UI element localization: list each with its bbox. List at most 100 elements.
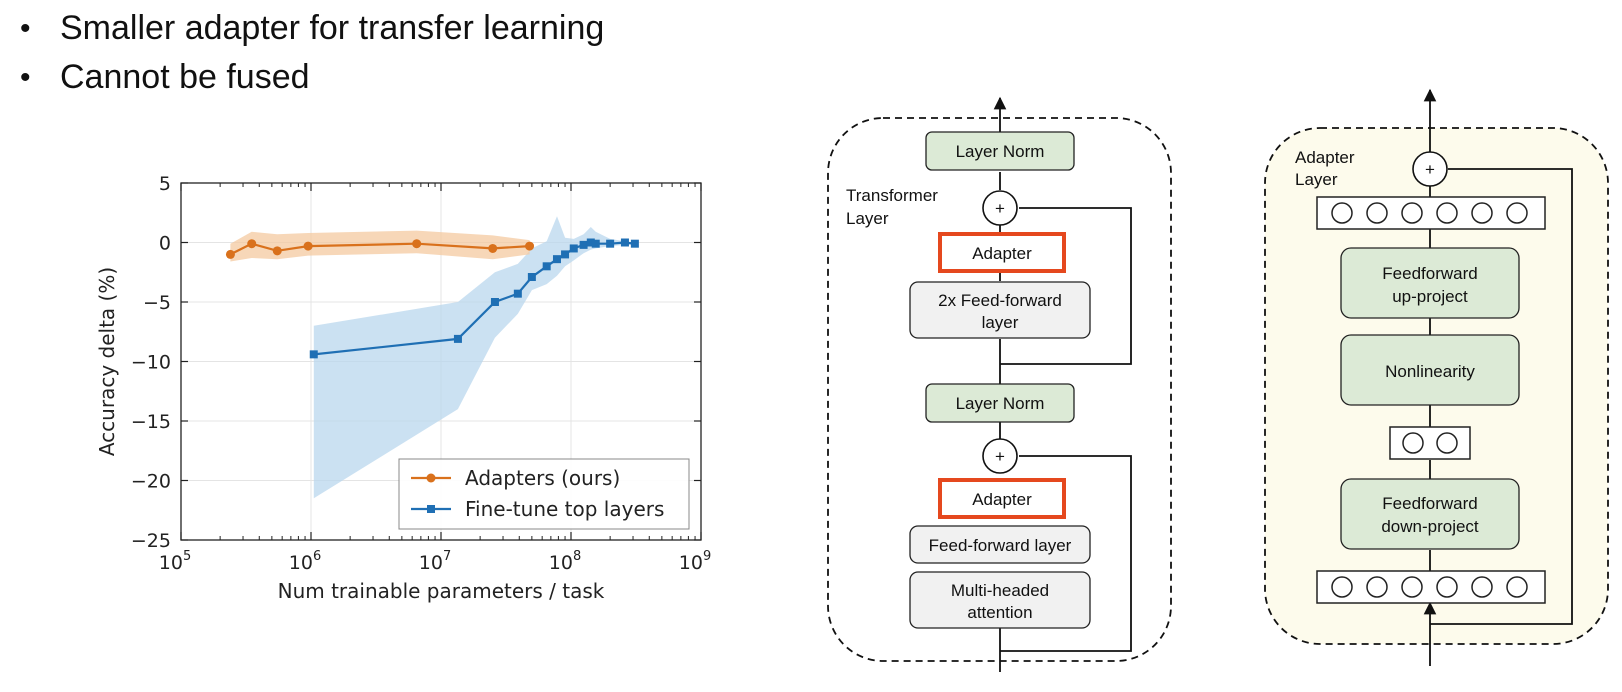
feedforward-down-project-label: down-project [1381, 517, 1479, 536]
data-point [586, 238, 595, 247]
y-tick-label: −5 [143, 292, 171, 314]
neuron-node [1506, 202, 1528, 224]
neuron-node [1401, 576, 1423, 598]
plus-sign: + [995, 447, 1005, 466]
neuron-node [1471, 202, 1493, 224]
feed-forward-2x-label: 2x Feed-forward [938, 291, 1062, 310]
x-tick-label: 108 [549, 549, 581, 574]
neuron-row-box [1389, 426, 1471, 460]
data-point [630, 239, 639, 248]
adapter-layer-diagram: Adapter Layer + Feedforward up-project N… [1264, 88, 1609, 666]
confidence-band [313, 216, 635, 499]
chart-bands [230, 216, 635, 499]
feed-forward-2x-label: layer [982, 313, 1019, 332]
y-tick-label: −25 [131, 530, 171, 552]
data-point [488, 243, 498, 253]
x-tick-label: 109 [679, 549, 711, 574]
legend-label: Fine-tune top layers [465, 497, 664, 521]
residual-add-node [982, 190, 1018, 226]
residual-add-node [982, 438, 1018, 474]
y-tick-label: −10 [131, 352, 171, 374]
adapter-layer-title: Layer [1295, 170, 1338, 189]
legend-marker [426, 473, 436, 483]
adapter-box [938, 478, 1066, 519]
adapter-box [938, 232, 1066, 273]
multi-head-attention-label: Multi-headed [951, 581, 1049, 600]
neuron-node [1436, 202, 1458, 224]
input-neuron-row [1316, 570, 1546, 604]
nonlinearity-box [1340, 334, 1520, 406]
data-point [620, 238, 629, 247]
legend-marker [427, 505, 435, 513]
y-tick-label: −20 [131, 471, 171, 493]
transformer-layer-title: Transformer [846, 186, 938, 205]
neuron-node [1366, 576, 1388, 598]
multi-head-attention-box [909, 571, 1091, 629]
adapter-label: Adapter [972, 490, 1032, 509]
neuron-node [1366, 202, 1388, 224]
y-tick-label: 5 [159, 173, 171, 195]
data-point [527, 273, 536, 282]
plus-sign: + [1425, 160, 1435, 179]
nonlinearity-label: Nonlinearity [1385, 362, 1475, 381]
layer-norm-box [925, 131, 1075, 171]
residual-connection [1000, 207, 1132, 365]
transformer-layer-boundary [827, 117, 1172, 662]
output-neuron-row [1316, 196, 1546, 230]
layer-norm-label: Layer Norm [956, 394, 1045, 413]
neuron-node [1402, 432, 1424, 454]
bottleneck-neuron-row [1389, 426, 1471, 460]
neuron-node [1471, 576, 1493, 598]
data-point [561, 250, 570, 259]
x-tick-label: 107 [419, 549, 451, 574]
adapter-layer-title: Adapter [1295, 148, 1355, 167]
bullet-list: Smaller adapter for transfer learning Ca… [18, 4, 604, 102]
feedforward-up-project-label: up-project [1392, 287, 1468, 306]
confidence-band [230, 230, 530, 262]
data-point [552, 255, 561, 264]
y-tick-label: 0 [159, 233, 171, 255]
bullet-item: Cannot be fused [18, 53, 604, 102]
feedforward-up-project-box [1340, 247, 1520, 319]
x-tick-label: 106 [289, 549, 321, 574]
adapter-label: Adapter [972, 244, 1032, 263]
data-point [309, 350, 318, 359]
skip-connection [1430, 168, 1573, 625]
residual-connection [1000, 455, 1132, 652]
feedforward-down-project-label: Feedforward [1382, 494, 1477, 513]
multi-head-attention-label: attention [967, 603, 1032, 622]
plus-sign: + [995, 199, 1005, 218]
y-axis-label: Accuracy delta (%) [95, 267, 119, 456]
chart-lines [225, 238, 639, 359]
data-point [542, 262, 551, 271]
legend-label: Adapters (ours) [465, 466, 620, 490]
neuron-node [1401, 202, 1423, 224]
data-point [606, 239, 615, 248]
feed-forward-label: Feed-forward layer [929, 536, 1072, 555]
feed-forward-2x-box [909, 281, 1091, 339]
neuron-node [1436, 432, 1458, 454]
feed-forward-box [909, 525, 1091, 564]
x-tick-label: 105 [159, 549, 191, 574]
data-point [247, 239, 257, 249]
data-point [453, 334, 462, 343]
neuron-node [1506, 576, 1528, 598]
chart-legend: Adapters (ours) Fine-tune top layers [398, 458, 690, 530]
data-point [591, 239, 600, 248]
neuron-node [1331, 202, 1353, 224]
data-point [272, 246, 282, 256]
x-axis-label: Num trainable parameters / task [278, 579, 605, 603]
data-point [569, 244, 578, 253]
residual-add-node [1412, 151, 1448, 187]
neuron-node [1436, 576, 1458, 598]
transformer-layer-title: Layer [846, 209, 889, 228]
bullet-item: Smaller adapter for transfer learning [18, 4, 604, 53]
feedforward-down-project-box [1340, 478, 1520, 550]
legend-box [398, 458, 690, 530]
data-point [525, 241, 535, 251]
data-point [303, 241, 313, 251]
layer-norm-label: Layer Norm [956, 142, 1045, 161]
